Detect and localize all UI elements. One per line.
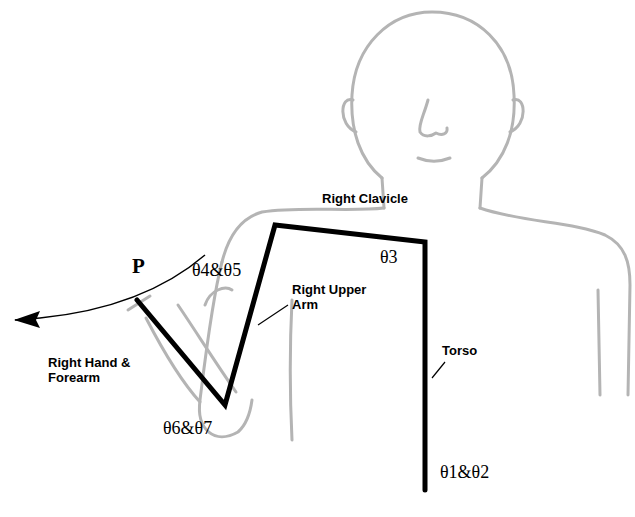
torso-side xyxy=(291,300,293,440)
leader-line xyxy=(432,362,445,378)
hand-outline xyxy=(205,288,232,305)
joint-angle: θ6&θ7 xyxy=(163,418,212,439)
kinematic-chain xyxy=(137,225,425,490)
head-outline xyxy=(352,12,514,178)
motion-arrow xyxy=(15,255,205,320)
joint-angle: θ4&θ5 xyxy=(192,260,241,281)
link-chain xyxy=(137,225,425,490)
forearm-outline xyxy=(146,318,200,402)
part-name: Torso xyxy=(442,344,477,359)
forearm-outline xyxy=(178,305,236,392)
neck xyxy=(480,178,482,208)
part-name: Right Hand & Forearm xyxy=(48,356,148,386)
part-name: Right Clavicle xyxy=(322,192,408,207)
ear xyxy=(343,99,356,132)
arrowhead xyxy=(14,311,40,328)
joint-angle: θ1&θ2 xyxy=(440,462,489,483)
point-label: P xyxy=(132,254,145,278)
mouth xyxy=(418,158,450,161)
joint-angle: θ3 xyxy=(380,247,398,268)
left-arm-inner xyxy=(598,290,600,395)
part-name: Right Upper Arm xyxy=(292,283,384,313)
arc-line xyxy=(40,255,205,318)
leader-line xyxy=(258,305,288,325)
nose xyxy=(420,100,448,136)
left-shoulder xyxy=(480,208,630,395)
ear xyxy=(510,99,523,132)
